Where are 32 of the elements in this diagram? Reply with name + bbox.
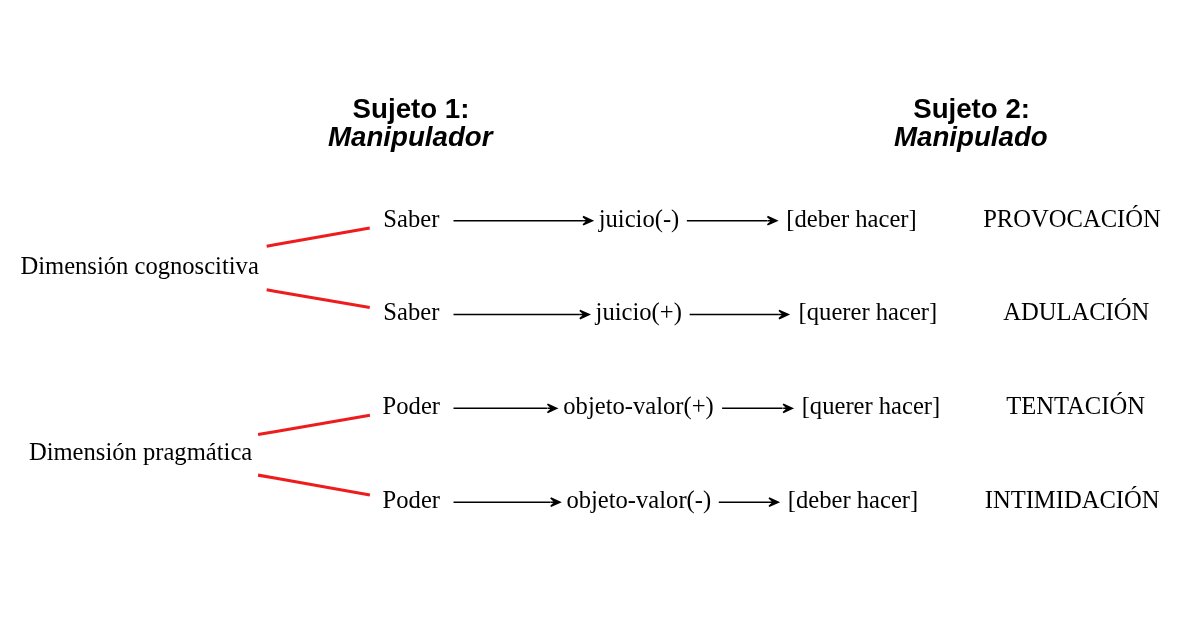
node-label: TENTACIÓN [1006,392,1145,420]
node-label: ADULACIÓN [1003,298,1150,326]
node-text: Saber [383,204,440,232]
node-label: PROVOCACIÓN [983,204,1161,232]
connector [257,473,371,497]
label: Sujeto 2: [913,93,1031,125]
arrow [452,403,558,414]
node-text: [querer hacer] [801,392,941,420]
node-text: objeto-valor(-) [566,486,712,514]
node-text: Saber [383,298,440,326]
arrow [721,403,794,414]
arrow [452,215,594,226]
node-text: juicio(+) [595,298,682,326]
arrow [688,309,789,320]
node-label: INTIMIDACIÓN [984,486,1160,514]
arrow [452,497,561,508]
connector [257,413,371,437]
node-text: Dimensión cognoscitiva [20,252,259,280]
node-text: Poder [382,486,440,514]
connector [266,288,370,310]
node-text: [deber hacer] [787,486,919,514]
label: Sujeto 1: [352,93,470,125]
node-text: Dimensión pragmática [28,438,253,466]
node-text: juicio(-) [598,204,680,232]
node-text: [deber hacer] [786,204,917,232]
node-text: objeto-valor(+) [563,392,714,420]
arrow [452,309,590,320]
node-text: [querer hacer] [798,298,938,326]
arrow [717,497,779,508]
connector [266,226,371,248]
arrow [686,215,778,226]
node-text: Poder [382,392,440,420]
